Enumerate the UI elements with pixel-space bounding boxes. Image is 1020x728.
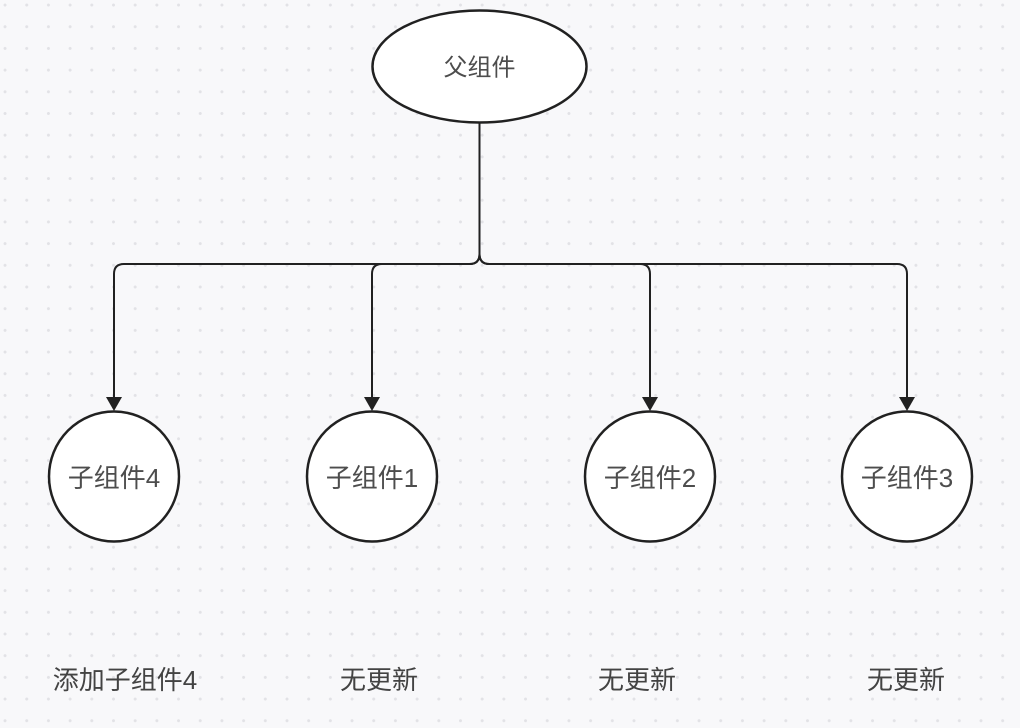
node-parent[interactable]: 父组件 [371, 9, 588, 124]
arrowhead-child1 [364, 397, 380, 411]
node-child3[interactable]: 子组件3 [840, 410, 974, 543]
node-child1[interactable]: 子组件1 [305, 410, 439, 543]
edge-parent-to-child4 [113, 123, 481, 398]
node-child4[interactable]: 子组件4 [47, 410, 181, 543]
edge-group [106, 123, 915, 411]
status-child1: 无更新 [340, 665, 418, 695]
node-child3-label: 子组件3 [861, 463, 953, 493]
status-child4: 添加子组件4 [53, 665, 197, 695]
edge-parent-to-child1 [371, 123, 481, 398]
edge-parent-to-child2 [478, 123, 651, 398]
node-child4-shape[interactable] [47, 410, 181, 543]
node-parent-shape[interactable] [371, 9, 588, 124]
node-child4-label: 子组件4 [68, 463, 160, 493]
arrowhead-child4 [106, 397, 122, 411]
node-child3-shape[interactable] [840, 410, 974, 543]
node-child1-label: 子组件1 [326, 463, 418, 493]
node-child2-shape[interactable] [583, 410, 717, 543]
status-labels: 添加子组件4 无更新 无更新 无更新 [53, 665, 945, 695]
edge-parent-to-child3 [478, 123, 908, 398]
status-child3: 无更新 [867, 665, 945, 695]
arrowhead-child2 [642, 397, 658, 411]
status-child2: 无更新 [598, 665, 676, 695]
node-child2[interactable]: 子组件2 [583, 410, 717, 543]
arrowhead-child3 [899, 397, 915, 411]
node-child2-label: 子组件2 [604, 463, 696, 493]
node-parent-label: 父组件 [444, 55, 516, 82]
node-child1-shape[interactable] [305, 410, 439, 543]
